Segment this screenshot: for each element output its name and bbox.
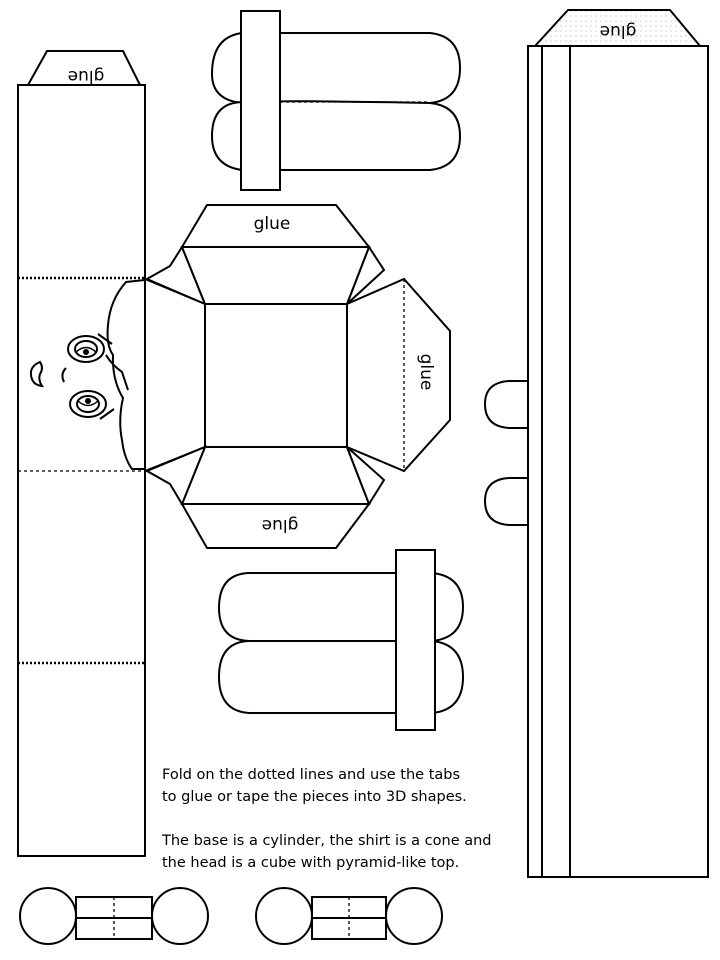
bottom-arms-piece — [217, 549, 465, 731]
base-cylinder-right — [255, 887, 443, 945]
face-drawing — [29, 279, 146, 470]
arm-band — [240, 10, 281, 191]
instructions-line: The base is a cylinder, the shirt is a c… — [162, 833, 492, 849]
glue-label-right: glue — [416, 354, 436, 391]
top-panel — [180, 246, 371, 305]
glue-label-top: glue — [254, 214, 291, 234]
end-cap-left — [19, 887, 77, 945]
end-cap-left — [255, 887, 313, 945]
instructions-paragraph-2: The base is a cylinder, the shirt is a c… — [162, 830, 512, 874]
glue-tab-bottom — [180, 503, 371, 549]
shirt-strip-outline — [527, 45, 709, 878]
leg-band — [395, 549, 436, 731]
eye-upper — [67, 333, 113, 363]
side-flap-bottom-right — [346, 446, 386, 507]
mouth — [29, 360, 45, 388]
hair-outline — [106, 279, 146, 470]
eye-lower — [69, 390, 115, 420]
instructions-text: Fold on the dotted lines and use the tab… — [162, 764, 512, 896]
end-cap-right — [385, 887, 443, 945]
glue-label-bottom: glue — [262, 515, 299, 535]
head-cube-piece: glue glue glue — [144, 204, 451, 549]
end-cap-right — [151, 887, 209, 945]
side-tab-lower — [483, 477, 528, 526]
nose — [61, 367, 67, 383]
instructions-line: the head is a cube with pyramid-like top… — [162, 855, 460, 871]
shirt-strip-piece: glue — [483, 9, 709, 878]
base-cylinder-left — [19, 887, 209, 945]
side-flap-bottom-left — [144, 445, 207, 507]
cheek-left — [105, 354, 129, 391]
head-strip-piece: glue — [17, 50, 146, 857]
glue-label-top-left: glue — [68, 66, 105, 86]
glue-label-top-right: glue — [600, 21, 637, 41]
instructions-paragraph-1: Fold on the dotted lines and use the tab… — [162, 764, 512, 808]
center-panel — [204, 303, 348, 448]
left-panel — [144, 277, 206, 473]
top-arms-piece — [210, 10, 462, 191]
instructions-line: Fold on the dotted lines and use the tab… — [162, 767, 461, 783]
bottom-panel — [180, 446, 371, 505]
instructions-line: to glue or tape the pieces into 3D shape… — [162, 789, 467, 805]
side-tab-upper — [483, 380, 528, 429]
